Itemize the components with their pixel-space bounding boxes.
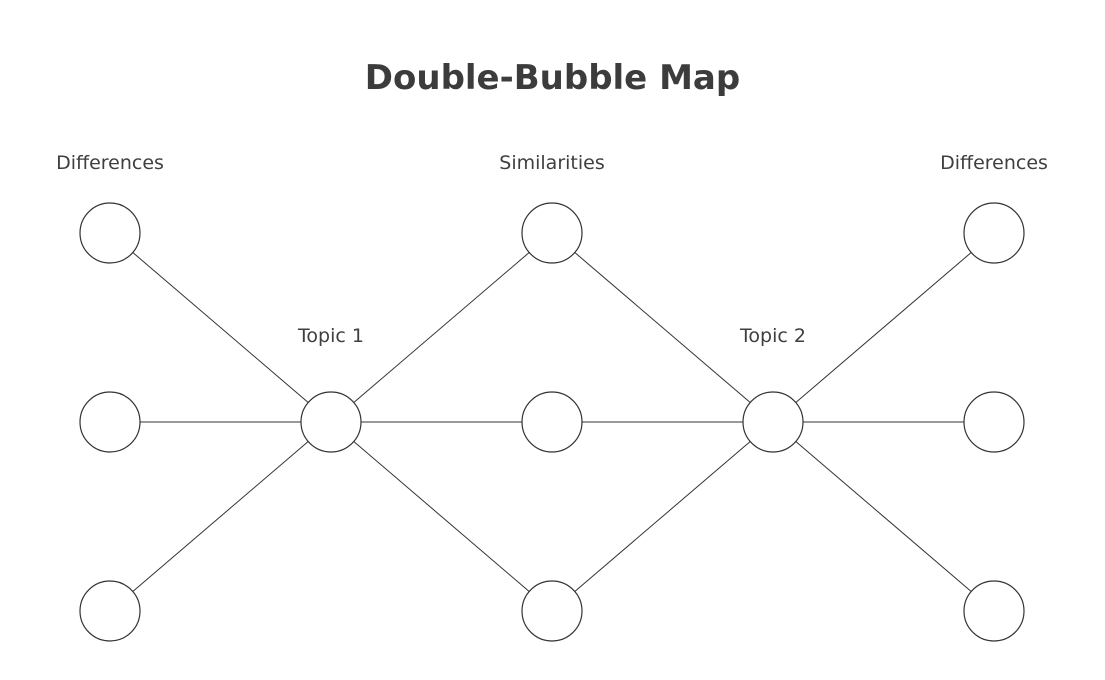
- diff-left-1-bubble[interactable]: [79, 202, 141, 264]
- connector-topic-1-similarity-1: [353, 252, 530, 403]
- differences-right-label: Differences: [940, 152, 1048, 174]
- bubbles: [79, 202, 1025, 642]
- topic-1-label: Topic 1: [298, 325, 364, 347]
- diff-left-3-bubble[interactable]: [79, 580, 141, 642]
- topic-2-label: Topic 2: [740, 325, 806, 347]
- connector-topic-1-similarity-3: [353, 441, 530, 592]
- topic-2-bubble[interactable]: [742, 391, 804, 453]
- connector-lines: [132, 252, 972, 592]
- differences-left-label: Differences: [56, 152, 164, 174]
- similarities-label: Similarities: [499, 152, 605, 174]
- connector-topic-2-diff-right-1: [795, 252, 972, 403]
- connector-topic-2-similarity-3: [574, 441, 751, 592]
- diff-right-3-bubble[interactable]: [963, 580, 1025, 642]
- connector-topic-1-diff-left-1: [132, 252, 309, 403]
- connector-topic-2-diff-right-3: [795, 441, 972, 592]
- connector-topic-2-similarity-1: [574, 252, 751, 403]
- topic-1-bubble[interactable]: [300, 391, 362, 453]
- similarity-2-bubble[interactable]: [521, 391, 583, 453]
- similarity-3-bubble[interactable]: [521, 580, 583, 642]
- diff-left-2-bubble[interactable]: [79, 391, 141, 453]
- connector-topic-1-diff-left-3: [132, 441, 309, 592]
- similarity-1-bubble[interactable]: [521, 202, 583, 264]
- diff-right-1-bubble[interactable]: [963, 202, 1025, 264]
- page-title: Double-Bubble Map: [364, 58, 741, 98]
- diff-right-2-bubble[interactable]: [963, 391, 1025, 453]
